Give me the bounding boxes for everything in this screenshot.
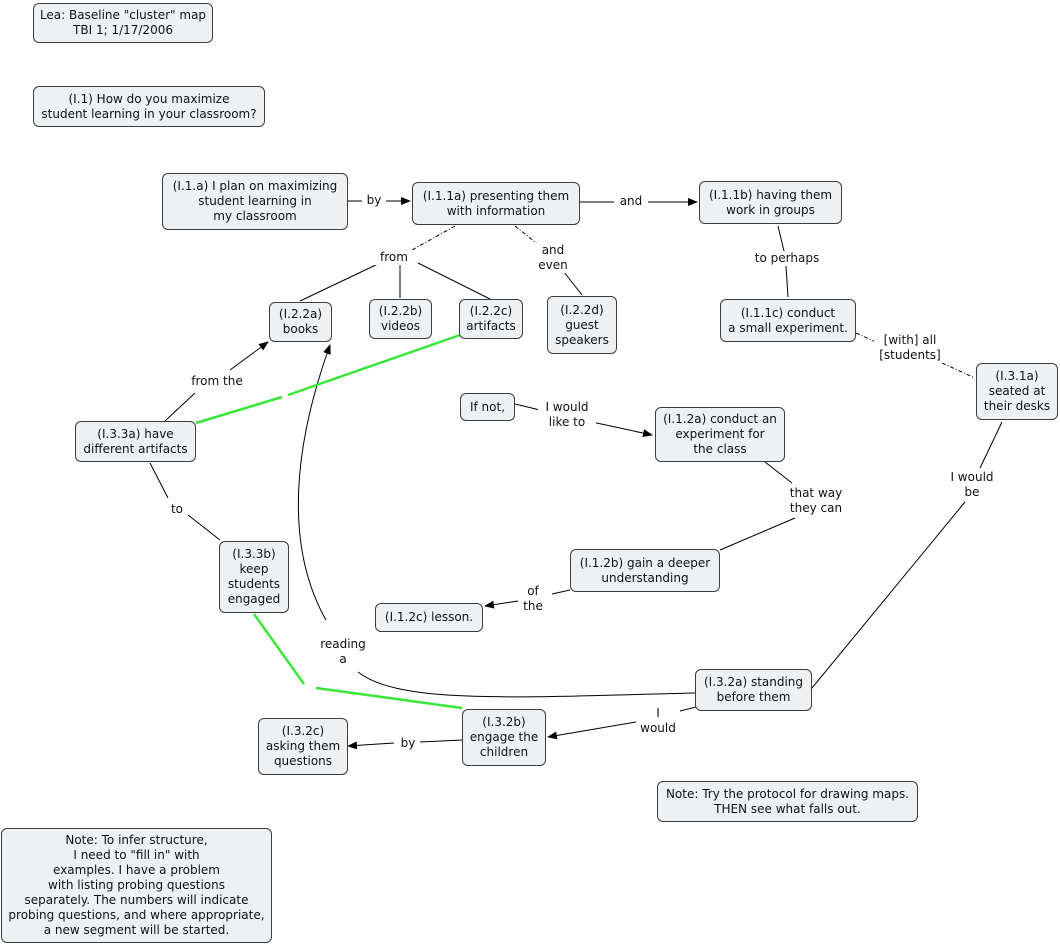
link-line (591, 421, 653, 438)
link-line (979, 421, 1003, 469)
link-label-i-would-be: I would be (943, 470, 1001, 500)
concept-i32b-node[interactable]: (I.3.2b) engage the children (462, 709, 546, 766)
link-line (547, 721, 637, 740)
link-label-from-the: from the (186, 374, 248, 389)
link-line (229, 341, 269, 371)
link-line (811, 501, 966, 689)
link-label-by-2: by (396, 736, 420, 751)
concept-i12a-node[interactable]: (I.1.2a) conduct an experiment for the c… (655, 407, 785, 462)
link-label-with-all: [with] all [students] (874, 333, 946, 363)
link-line (551, 589, 571, 595)
link-label-from: from (374, 250, 414, 265)
link-line (411, 225, 456, 251)
link-label-and: and (614, 194, 648, 209)
concept-i1a-node[interactable]: (I.1.a) I plan on maximizing student lea… (162, 173, 348, 230)
concept-i22c-artifacts-node[interactable]: (I.2.2c) artifacts (459, 299, 523, 339)
concept-i22d-speakers-node[interactable]: (I.2.2d) guest speakers (547, 296, 617, 354)
map-title-node[interactable]: Lea: Baseline "cluster" map TBI 1; 1/17/… (33, 3, 213, 43)
link-line (941, 362, 976, 379)
link-label-reading-a: reading a (314, 637, 372, 667)
concept-i22b-videos-node[interactable]: (I.2.2b) videos (369, 299, 432, 339)
link-label-by: by (362, 193, 386, 208)
green-link-line (252, 613, 306, 685)
note-protocol-node[interactable]: Note: Try the protocol for drawing maps.… (657, 781, 918, 822)
green-link-line (287, 333, 461, 397)
link-label-i-would-like-to: I would like to (538, 400, 596, 430)
concept-i11a-node[interactable]: (I.1.1a) presenting them with informatio… (412, 182, 580, 225)
link-label-to: to (166, 502, 188, 517)
link-label-i-would: I would (636, 706, 680, 736)
green-link-line (195, 395, 283, 425)
link-label-to-perhaps: to perhaps (750, 251, 824, 266)
link-line (777, 225, 785, 252)
concept-i33b-node[interactable]: (I.3.3b) keep students engaged (219, 541, 289, 613)
link-line (164, 392, 196, 422)
note-structure-node[interactable]: Note: To infer structure, I need to "fil… (1, 828, 272, 943)
concept-i32a-node[interactable]: (I.3.2a) standing before them (695, 669, 812, 711)
link-line (347, 741, 395, 750)
link-label-of-the: of the (518, 584, 548, 614)
link-line (419, 739, 463, 743)
concept-i11b-node[interactable]: (I.1.1b) having them work in groups (699, 181, 842, 224)
green-link-line (315, 686, 463, 710)
concept-i11c-node[interactable]: (I.1.1c) conduct a small experiment. (720, 299, 856, 342)
link-line (785, 265, 789, 298)
concept-i33a-node[interactable]: (I.3.3a) have different artifacts (75, 421, 196, 462)
link-line (417, 262, 491, 300)
link-line (187, 514, 221, 541)
link-line (563, 271, 583, 296)
link-line (297, 344, 331, 621)
link-label-that-way: that way they can (784, 486, 848, 516)
concept-i12c-node[interactable]: (I.1.2c) lesson. (375, 603, 483, 632)
link-line (149, 462, 169, 499)
concept-i12b-node[interactable]: (I.1.2b) gain a deeper understanding (570, 549, 720, 592)
link-line (514, 403, 541, 411)
concept-i22a-books-node[interactable]: (I.2.2a) books (269, 302, 332, 342)
focus-question-node[interactable]: (I.1) How do you maximize student learni… (33, 86, 265, 127)
link-line (719, 517, 796, 551)
link-line (764, 461, 793, 484)
link-label-and-even: and even (534, 243, 572, 273)
link-line (484, 600, 519, 609)
link-line (357, 671, 696, 698)
concept-i32c-node[interactable]: (I.3.2c) asking them questions (258, 718, 348, 775)
concept-i31a-node[interactable]: (I.3.1a) seated at their desks (976, 363, 1058, 420)
link-line (299, 262, 381, 302)
if-not-node[interactable]: If not, (460, 393, 515, 421)
